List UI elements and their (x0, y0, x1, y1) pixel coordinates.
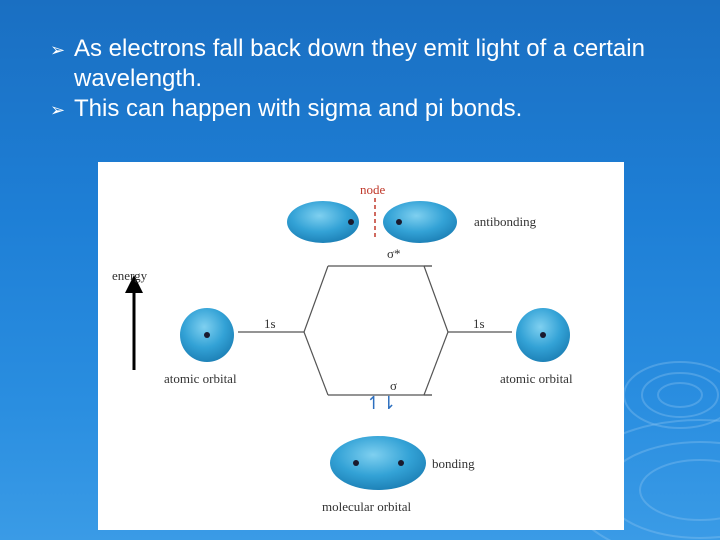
antibonding-label: antibonding (474, 214, 537, 229)
atomic-orbital-right-label: atomic orbital (500, 371, 573, 386)
bullet-text: This can happen with sigma and pi bonds. (74, 95, 523, 122)
bullet-list: ➢ As electrons fall back down they emit … (50, 34, 700, 124)
bonding-orbital (330, 436, 426, 490)
molecular-orbital-label: molecular orbital (322, 499, 412, 514)
bonding-label: bonding (432, 456, 475, 471)
node-label: node (360, 182, 386, 197)
electron-pair-arrows: ↿⇂ (366, 393, 396, 414)
atomic-orbital-left (180, 308, 234, 362)
mo-diagram: energy node antibonding σ* (112, 182, 573, 514)
correlation-lines (303, 265, 449, 396)
bullet-item: ➢ As electrons fall back down they emit … (50, 34, 700, 94)
arrow-bullet-icon: ➢ (50, 100, 66, 120)
bullet-item: ➢ This can happen with sigma and pi bond… (50, 94, 700, 124)
antibonding-orbital (287, 201, 457, 243)
bullet-text: As electrons fall back down they emit li… (74, 35, 645, 92)
energy-label: energy (112, 268, 148, 283)
mo-diagram-figure: energy node antibonding σ* (98, 162, 624, 530)
orbital-1s-left-label: 1s (264, 316, 276, 331)
sigma-star-label: σ* (387, 246, 401, 261)
arrow-bullet-icon: ➢ (50, 40, 66, 60)
atomic-orbital-left-label: atomic orbital (164, 371, 237, 386)
sigma-label: σ (390, 378, 397, 393)
orbital-1s-right-label: 1s (473, 316, 485, 331)
atomic-orbital-right (516, 308, 570, 362)
